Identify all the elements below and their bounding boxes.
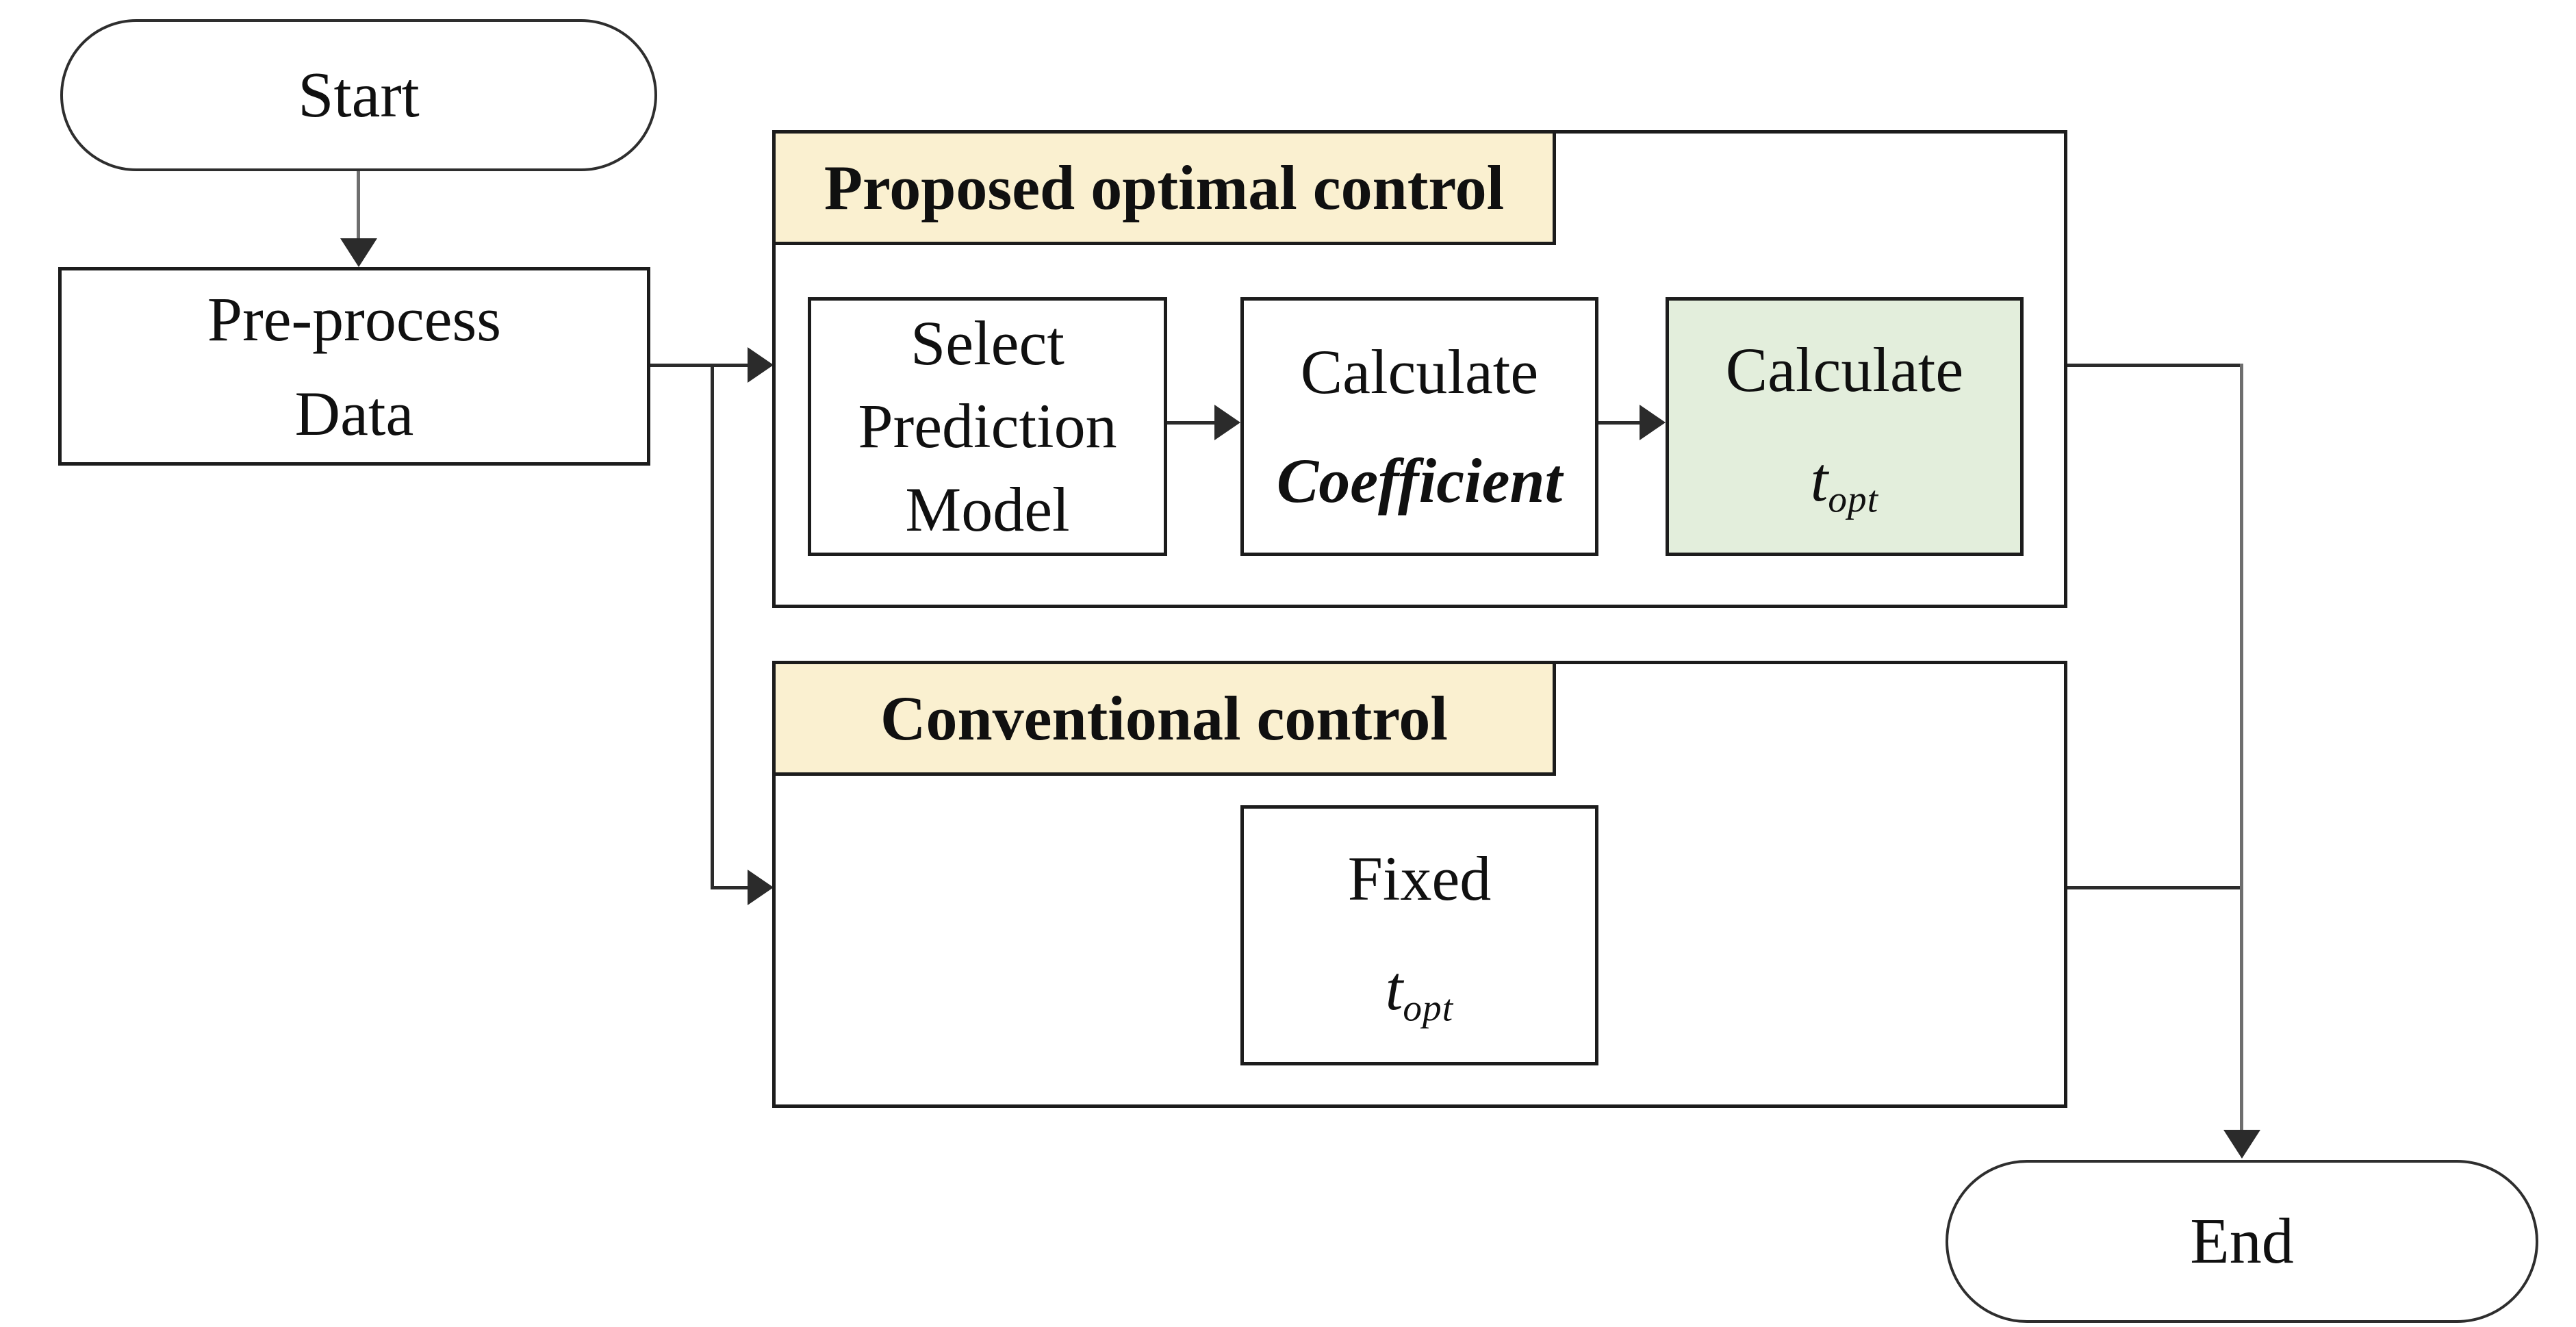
preprocess-node: Pre-process Data <box>58 267 650 466</box>
preprocess-line2: Data <box>294 379 414 448</box>
coefficient-to-topt-arrowhead-icon <box>1640 405 1666 440</box>
select-to-coefficient-line <box>1167 421 1214 425</box>
preprocess-out-line <box>650 364 750 367</box>
end-node: End <box>1946 1160 2538 1323</box>
branch-down-line <box>711 364 714 889</box>
calc-coefficient-action: Calculate <box>1300 336 1539 407</box>
into-proposed-arrowhead-icon <box>748 347 774 383</box>
fixed-topt-variable: topt <box>1386 947 1453 1033</box>
start-to-preprocess-arrowhead-icon <box>340 238 377 267</box>
start-to-preprocess-line <box>357 171 360 240</box>
conventional-out-line <box>2067 886 2241 889</box>
fixed-topt-var-sub: opt <box>1403 987 1454 1029</box>
select-model-line3: Model <box>905 474 1070 544</box>
select-prediction-model-node: Select Prediction Model <box>808 297 1167 556</box>
conventional-section-title: Conventional control <box>880 683 1448 753</box>
fixed-topt-action: Fixed <box>1347 844 1492 914</box>
coefficient-to-topt-line <box>1598 421 1640 425</box>
proposed-section-header: Proposed optimal control <box>772 130 1556 245</box>
proposed-out-line <box>2067 364 2243 367</box>
calc-topt-variable: topt <box>1811 438 1878 525</box>
into-conventional-arrowhead-icon <box>748 870 774 905</box>
calc-topt-var-sub: opt <box>1828 478 1879 520</box>
select-model-line2: Prediction <box>858 391 1117 462</box>
calculate-topt-node: Calculate topt <box>1666 297 2024 556</box>
end-label: End <box>2190 1206 2294 1277</box>
start-node: Start <box>60 19 657 171</box>
merge-down-line <box>2240 364 2243 1130</box>
calc-topt-action: Calculate <box>1725 335 1964 405</box>
conventional-section-header: Conventional control <box>772 661 1556 776</box>
branch-to-conventional-line <box>711 886 749 889</box>
calc-topt-var-base: t <box>1810 444 1828 514</box>
into-end-arrowhead-icon <box>2223 1130 2260 1159</box>
calculate-coefficient-node: Calculate Coefficient <box>1240 297 1598 556</box>
preprocess-line1: Pre-process <box>207 284 502 354</box>
select-model-line1: Select <box>910 307 1064 378</box>
calc-coefficient-object: Coefficient <box>1276 446 1563 516</box>
fixed-topt-var-base: t <box>1385 952 1403 1023</box>
proposed-section-title: Proposed optimal control <box>824 153 1505 223</box>
fixed-topt-node: Fixed topt <box>1240 805 1598 1065</box>
select-to-coefficient-arrowhead-icon <box>1214 405 1240 440</box>
start-label: Start <box>298 60 420 131</box>
